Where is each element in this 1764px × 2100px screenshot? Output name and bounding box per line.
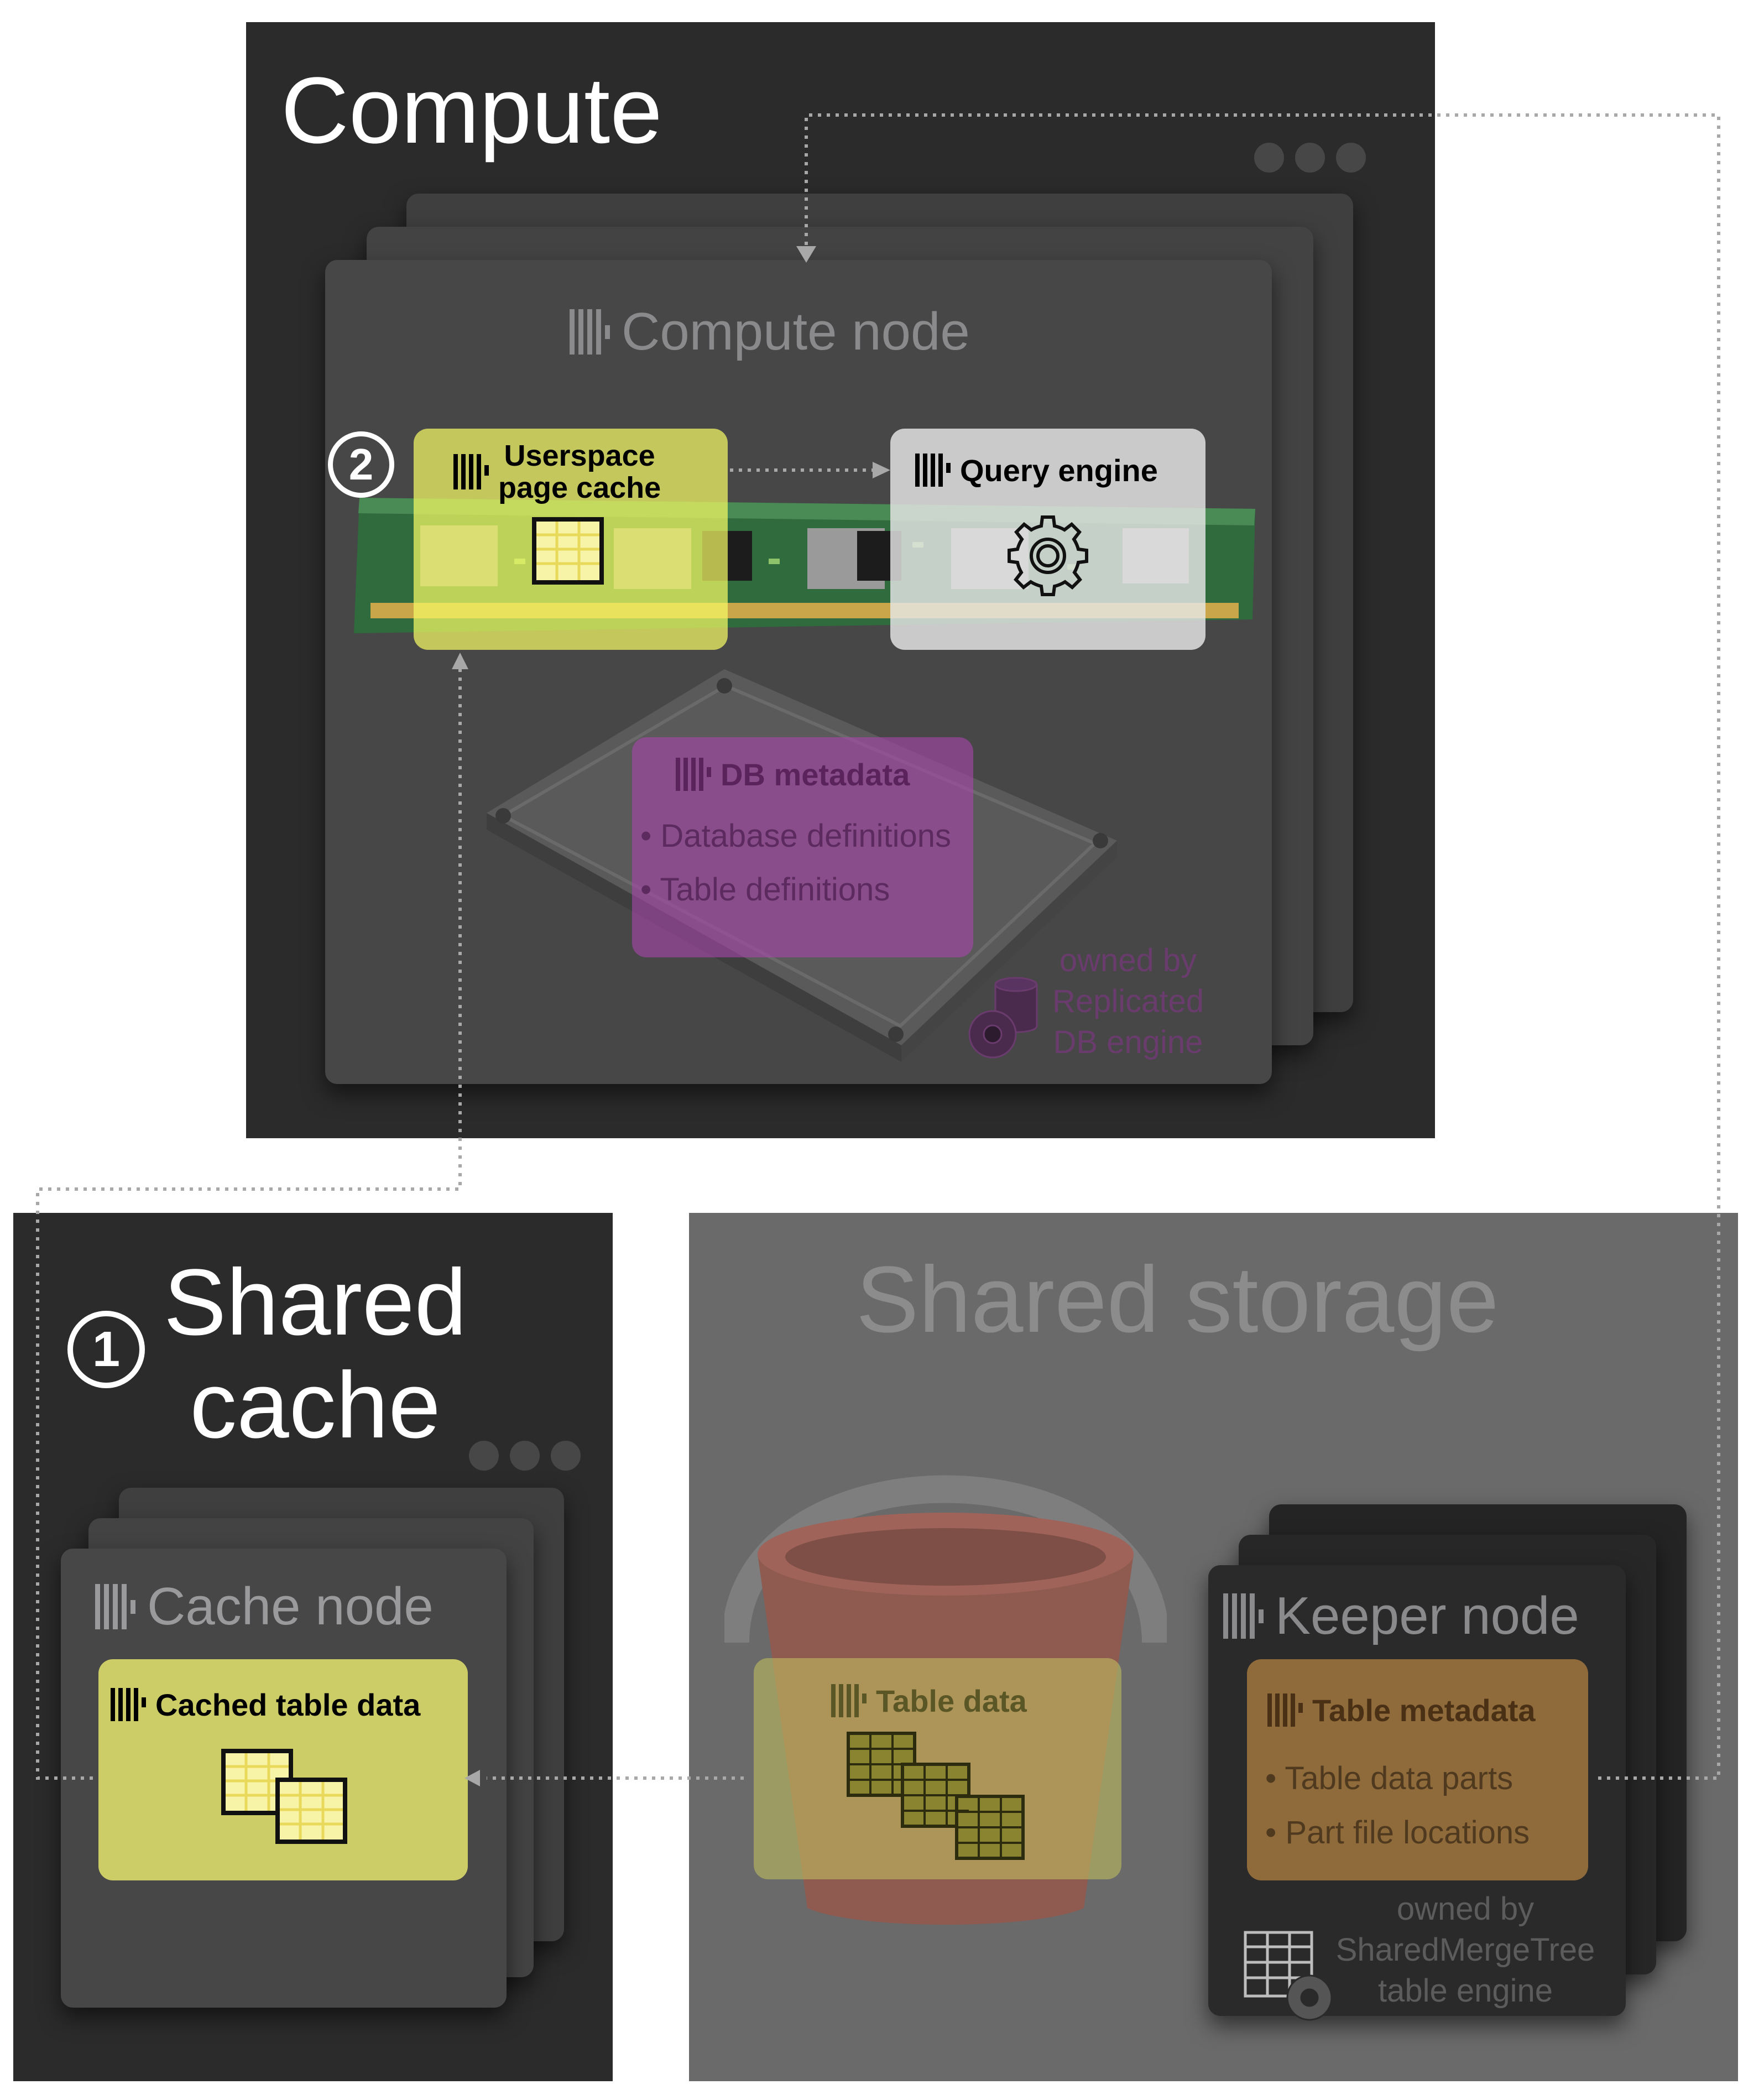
table-metadata-item: • Part file locations <box>1265 1815 1530 1851</box>
clickhouse-logo-icon <box>1267 1693 1307 1727</box>
clickhouse-logo-icon <box>1223 1593 1267 1639</box>
step-2-marker: 2 <box>328 431 394 498</box>
gear-icon <box>1008 515 1088 596</box>
db-metadata-item: • Table definitions <box>640 872 890 908</box>
compute-node-label: Compute node <box>622 302 970 361</box>
clickhouse-logo-icon <box>570 309 614 355</box>
arrowhead <box>452 653 468 669</box>
shared-cache-title-line2: cache <box>190 1353 441 1458</box>
owned-by-line: table engine <box>1377 1973 1553 2009</box>
keeper-node-label: Keeper node <box>1275 1586 1579 1645</box>
clickhouse-logo-icon <box>95 1584 139 1629</box>
table-metadata-item-label: Table data parts <box>1285 1760 1514 1796</box>
step-2-label: 2 <box>348 440 374 489</box>
owned-by-line: owned by <box>1396 1891 1535 1927</box>
db-metadata-item: • Database definitions <box>640 818 951 854</box>
cache-node-title: Cache node <box>95 1573 434 1640</box>
cached-table-data-label: Cached table data <box>155 1687 421 1722</box>
clickhouse-logo-icon <box>676 758 715 791</box>
db-metadata-item-label: Database definitions <box>660 818 951 854</box>
table-metadata-label: Table metadata <box>1312 1692 1536 1728</box>
compute-node-title: Compute node <box>570 299 970 365</box>
grid-icon <box>1244 1931 1333 2021</box>
shared-cache-title-line1: Shared <box>163 1250 467 1355</box>
keeper-to-compute-arrow <box>805 113 1720 1780</box>
clickhouse-logo-icon <box>111 1688 150 1721</box>
shared-cache-title: Shared cache <box>149 1251 481 1457</box>
owned-by-line: owned by <box>1059 942 1197 978</box>
table-metadata-item: • Table data parts <box>1265 1760 1514 1796</box>
table-data-title: Table data <box>831 1679 1027 1723</box>
arrowhead <box>873 462 890 478</box>
grid-icon <box>221 1749 347 1844</box>
clickhouse-logo-icon <box>915 454 954 487</box>
clickhouse-logo-icon <box>831 1684 870 1717</box>
cached-table-data-title: Cached table data <box>111 1682 420 1727</box>
arrowhead <box>465 1770 480 1786</box>
db-metadata-item-label: Table definitions <box>660 872 890 908</box>
step-1-label: 1 <box>92 1321 121 1377</box>
step-1-marker: 1 <box>67 1311 145 1388</box>
more-dots-icon[interactable] <box>1254 143 1377 175</box>
owned-by-line: Replicated <box>1052 983 1204 1019</box>
keeper-node-title: Keeper node <box>1223 1583 1579 1649</box>
db-metadata-label: DB metadata <box>721 757 910 792</box>
replicated-owned-by: owned by Replicated DB engine <box>1040 940 1217 1063</box>
table-metadata-item-label: Part file locations <box>1285 1815 1530 1851</box>
query-engine-label: Query engine <box>960 452 1158 488</box>
query-engine-title: Query engine <box>915 448 1158 492</box>
more-dots-icon[interactable] <box>469 1441 592 1473</box>
db-metadata-title: DB metadata <box>676 752 910 796</box>
table-metadata-box[interactable] <box>1247 1659 1588 1880</box>
owned-by-line: SharedMergeTree <box>1335 1932 1595 1968</box>
database-gear-icon <box>968 977 1038 1059</box>
compute-title: Compute <box>281 58 662 163</box>
userspace-cache-line1: Userspace <box>504 439 655 472</box>
owned-by-line: DB engine <box>1053 1024 1203 1060</box>
arrowhead <box>796 246 816 263</box>
cache-node-label: Cache node <box>147 1577 434 1636</box>
userspace-page-cache-title: Userspace page cache <box>453 436 661 508</box>
table-data-label: Table data <box>876 1683 1027 1718</box>
db-metadata-box[interactable] <box>632 737 973 957</box>
grid-icon <box>532 517 604 585</box>
cache-to-userspace-arrow <box>36 666 462 1780</box>
shared-storage-title: Shared storage <box>856 1247 1499 1352</box>
userspace-cache-line2: page cache <box>498 471 661 504</box>
sharedmergetree-owned-by: owned by SharedMergeTree table engine <box>1322 1889 1609 2012</box>
table-metadata-title: Table metadata <box>1267 1688 1536 1732</box>
clickhouse-logo-icon <box>453 454 493 489</box>
grid-icon <box>847 1732 1025 1860</box>
